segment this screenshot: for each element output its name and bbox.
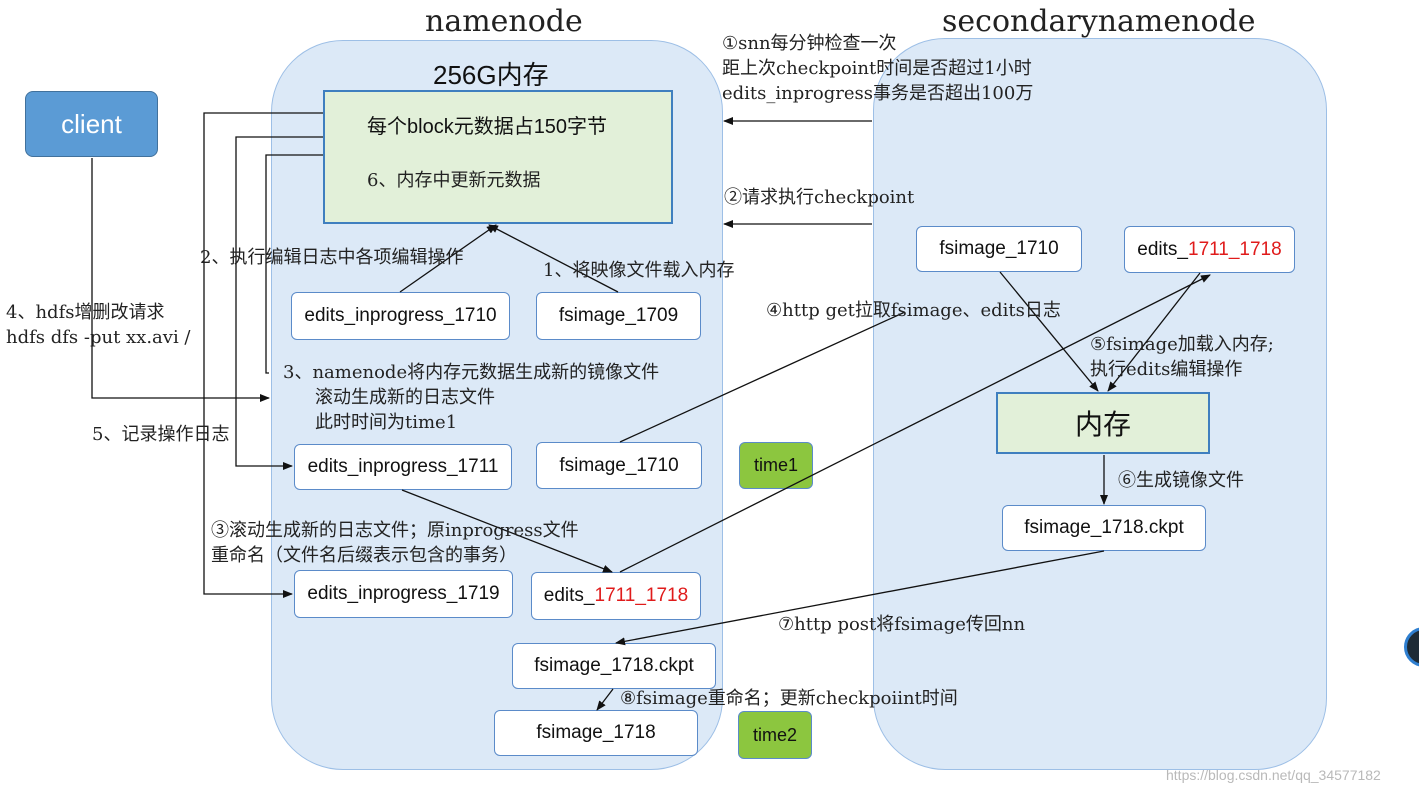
step3-label: 3、namenode将内存元数据生成新的镜像文件 滚动生成新的日志文件 此时时间… bbox=[283, 360, 659, 435]
snn-check-line-1: ①snn每分钟检查一次 bbox=[722, 33, 897, 54]
fsimage-1709-box: fsimage_1709 bbox=[536, 292, 701, 340]
step4-line-1: 4、hdfs增删改请求 bbox=[6, 302, 165, 323]
rename-label: ⑧fsimage重命名；更新checkpoiint时间 bbox=[620, 688, 958, 709]
request-checkpoint-label: ②请求执行checkpoint bbox=[724, 187, 915, 208]
fsimage-1710-box: fsimage_1710 bbox=[536, 442, 702, 489]
memory-title: 256G内存 bbox=[433, 60, 549, 90]
secondarynamenode-title: secondarynamenode bbox=[942, 4, 1256, 39]
snn-check-line-3: edits_inprogress事务是否超出100万 bbox=[722, 83, 1034, 104]
update-metadata-label: 6、内存中更新元数据 bbox=[367, 170, 541, 191]
namenode-title: namenode bbox=[425, 4, 583, 39]
snn-memory-box: 内存 bbox=[996, 392, 1210, 454]
roll-line-2: 重命名（文件名后缀表示包含的事务） bbox=[211, 545, 517, 566]
edits-inprogress-1719-box: edits_inprogress_1719 bbox=[294, 570, 513, 618]
edits-inprogress-1711-box: edits_inprogress_1711 bbox=[294, 444, 512, 490]
edits-1710-to-memory-arrow bbox=[399, 224, 497, 293]
rename-arrow bbox=[596, 688, 614, 711]
fsimage-1718-box: fsimage_1718 bbox=[494, 710, 698, 756]
log-line-3 bbox=[265, 154, 323, 374]
time2-badge: time2 bbox=[738, 711, 812, 759]
time1-badge: time1 bbox=[739, 442, 813, 489]
snn-edits-range: 1711_1718 bbox=[1188, 238, 1282, 260]
snn-load-line-1: ⑤fsimage加载入内存; bbox=[1090, 334, 1274, 355]
http-get-label: ④http get拉取fsimage、edits日志 bbox=[766, 300, 1061, 321]
roll-label: ③滚动生成新的日志文件；原inprogress文件 重命名（文件名后缀表示包含的… bbox=[211, 518, 579, 568]
block-metadata-label: 每个block元数据占150字节 bbox=[367, 116, 608, 138]
step1-label: 1、将映像文件载入内存 bbox=[543, 260, 735, 281]
roll-line-1: ③滚动生成新的日志文件；原inprogress文件 bbox=[211, 520, 579, 541]
snn-fsimage-1718-ckpt-box: fsimage_1718.ckpt bbox=[1002, 505, 1206, 551]
log-line-2 bbox=[235, 136, 323, 470]
snn-check-label: ①snn每分钟检查一次 距上次checkpoint时间是否超过1小时 edits… bbox=[722, 31, 1033, 106]
http-get-fsimage-line bbox=[619, 311, 906, 443]
edits-1711-1718-box: edits_1711_1718 bbox=[531, 572, 701, 620]
snn-fsimage-to-memory-arrow bbox=[999, 271, 1099, 392]
edits-range: 1711_1718 bbox=[594, 585, 689, 606]
client-node: client bbox=[25, 91, 158, 157]
step3-line-3: 此时时间为time1 bbox=[315, 412, 458, 433]
http-post-arrow bbox=[615, 550, 1105, 646]
step5-label: 5、记录操作日志 bbox=[92, 424, 230, 445]
client-request-arrow bbox=[91, 158, 270, 402]
step2-label: 2、执行编辑日志中各项编辑操作 bbox=[200, 247, 464, 268]
step3-line-2: 滚动生成新的日志文件 bbox=[315, 387, 495, 408]
snn-load-label: ⑤fsimage加载入内存; 执行edits编辑操作 bbox=[1090, 332, 1274, 382]
roll-edits-arrow bbox=[401, 489, 613, 573]
http-get-edits-line bbox=[619, 274, 1211, 573]
snn-edits-to-memory-arrow bbox=[1107, 272, 1201, 392]
snn-edits-1711-1718-box: edits_1711_1718 bbox=[1124, 226, 1295, 273]
snn-memory-label: 内存 bbox=[1074, 409, 1131, 440]
snn-fsimage-1710-box: fsimage_1710 bbox=[916, 226, 1082, 272]
step4-label: 4、hdfs增删改请求 hdfs dfs -put xx.avi / bbox=[6, 300, 191, 350]
generate-image-label: ⑥生成镜像文件 bbox=[1118, 470, 1244, 491]
fsimage-1709-to-memory-arrow bbox=[488, 224, 619, 293]
edits-prefix: edits_ bbox=[543, 585, 595, 606]
namenode-memory-box bbox=[323, 90, 673, 224]
watermark: https://blog.csdn.net/qq_34577182 bbox=[1166, 767, 1381, 783]
step4-line-2: hdfs dfs -put xx.avi / bbox=[6, 327, 191, 348]
log-line-1 bbox=[203, 112, 323, 598]
snn-load-line-2: 执行edits编辑操作 bbox=[1090, 359, 1243, 380]
edits-inprogress-1710-box: edits_inprogress_1710 bbox=[291, 292, 510, 340]
step3-line-1: 3、namenode将内存元数据生成新的镜像文件 bbox=[283, 362, 660, 383]
snn-edits-prefix: edits_ bbox=[1137, 238, 1188, 260]
snn-check-line-2: 距上次checkpoint时间是否超过1小时 bbox=[722, 58, 1032, 79]
http-post-label: ⑦http post将fsimage传回nn bbox=[778, 614, 1026, 635]
fsimage-1718-ckpt-box: fsimage_1718.ckpt bbox=[512, 643, 716, 689]
